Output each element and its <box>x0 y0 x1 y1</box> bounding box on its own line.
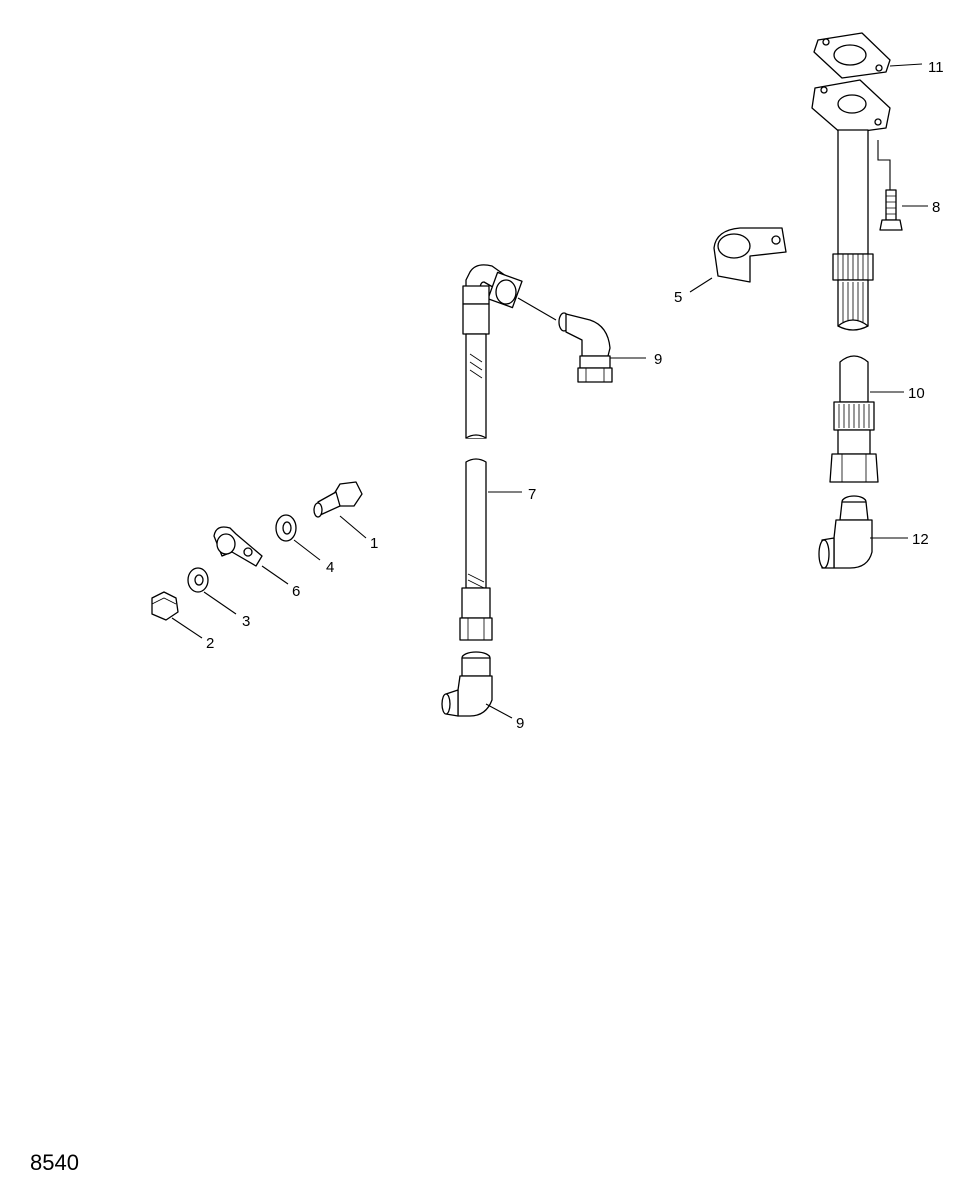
callout-5: 5 <box>674 289 682 306</box>
part-10-pipe[interactable] <box>829 355 879 483</box>
leader-lines <box>171 63 928 719</box>
part-1-bolt[interactable] <box>313 481 363 518</box>
figure-number: 8540 <box>30 1150 79 1175</box>
part-7-hose[interactable] <box>459 458 493 641</box>
callout-7: 7 <box>528 486 536 503</box>
part-9-elbow-upper[interactable] <box>558 312 613 383</box>
callout-11: 11 <box>928 59 944 76</box>
callout-6: 6 <box>292 583 300 600</box>
pipe-with-flange[interactable] <box>811 79 891 331</box>
callout-3: 3 <box>242 613 250 630</box>
callout-9-upper: 9 <box>654 351 662 368</box>
part-5-clamp[interactable] <box>713 227 787 283</box>
callout-2: 2 <box>206 635 214 652</box>
part-3-lockwasher[interactable] <box>187 567 209 593</box>
part-11-gasket[interactable] <box>813 32 891 79</box>
callout-4: 4 <box>326 559 334 576</box>
callout-1: 1 <box>370 535 378 552</box>
upper-hose-assembly[interactable] <box>462 264 557 439</box>
callout-labels: 11 8 5 9 10 7 12 1 4 6 3 2 9 <box>206 59 944 732</box>
callout-10: 10 <box>908 385 925 402</box>
part-8-screw[interactable] <box>877 140 903 231</box>
part-4-washer[interactable] <box>275 514 297 542</box>
callout-8: 8 <box>932 199 940 216</box>
part-6-clamp[interactable] <box>213 526 263 567</box>
callout-12: 12 <box>912 531 929 548</box>
part-2-nut[interactable] <box>151 591 179 621</box>
part-9-elbow-lower[interactable] <box>441 651 493 717</box>
part-12-elbow[interactable] <box>818 495 873 569</box>
callout-9-lower: 9 <box>516 715 524 732</box>
